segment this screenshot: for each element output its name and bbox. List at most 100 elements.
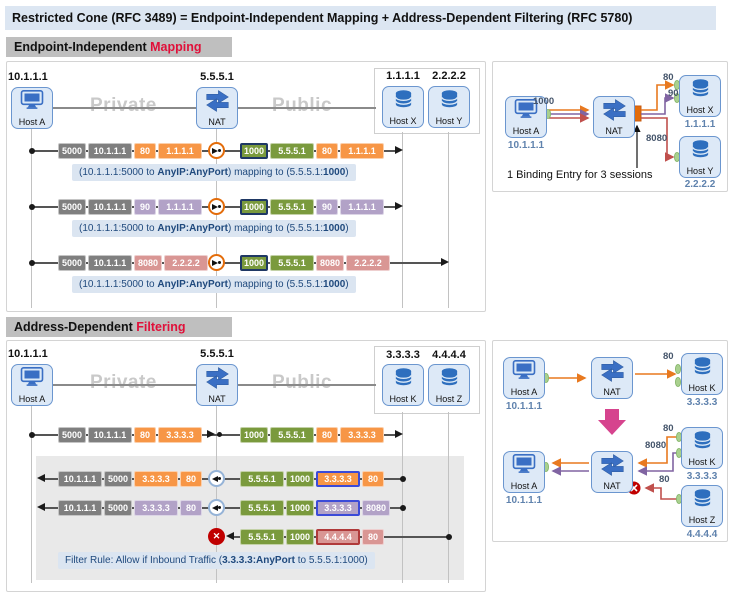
session-line-orange	[637, 436, 679, 468]
session-line-red	[644, 483, 679, 500]
host-a-node: Host A	[505, 96, 547, 138]
packet-field: 10.1.1.1	[88, 143, 132, 159]
host-label: NAT	[208, 394, 226, 404]
host-k-node: Host K	[681, 353, 723, 395]
host-label: Host K	[688, 383, 716, 393]
port-label: 8080	[646, 133, 668, 144]
caption-bold: 1000	[323, 279, 346, 290]
packet-field: 5.5.5.1	[270, 199, 314, 215]
packet-private: 5000 10.1.1.1 80 3.3.3.3	[58, 427, 202, 443]
packet-field: 1000	[240, 255, 268, 271]
host-label: Host K	[688, 457, 716, 467]
line-start-dot	[400, 476, 406, 482]
port-label: 80	[663, 351, 674, 362]
packet-field: 1.1.1.1	[158, 143, 202, 159]
mapping-caption: (10.1.1.1:5000 to AnyIP:AnyPort) mapping…	[72, 276, 356, 293]
packet-private: 10.1.1.1 5000 3.3.3.3 80	[58, 500, 202, 516]
session-lines-svg	[543, 363, 682, 504]
packet-field: 5.5.5.1	[240, 471, 284, 487]
host-x-node: Host X	[679, 75, 721, 117]
caption-bold: 3.3.3.3:AnyPort	[222, 555, 295, 566]
nat-translate-icon	[208, 254, 225, 271]
packet-field: 80	[180, 471, 202, 487]
host-label: Host Y	[686, 166, 714, 176]
monitor-icon	[20, 90, 44, 109]
session-endpoint-dot	[674, 377, 681, 388]
packet-field: 3.3.3.3	[316, 500, 360, 516]
packet-field: 3.3.3.3	[316, 471, 360, 487]
caption-text: (10.1.1.1:5000 to	[79, 223, 158, 234]
database-icon	[440, 368, 458, 386]
packet-field: 5.5.5.1	[270, 143, 314, 159]
mapping-mini-panel: Host A NAT Host X Host Y 10.1.1.1 1.1.1.…	[492, 61, 728, 192]
host-x-ip: 1.1.1.1	[684, 119, 716, 130]
session-line-purple	[641, 93, 675, 115]
packet-public: 5.5.5.1 1000 3.3.3.3 8080	[240, 500, 390, 516]
port-label: 80	[659, 474, 670, 485]
packet-public: 1000 5.5.5.1 8080 2.2.2.2	[240, 255, 390, 271]
line-start-dot	[29, 260, 35, 266]
packet-field: 10.1.1.1	[88, 427, 132, 443]
host-label: Host Z	[435, 394, 463, 404]
packet-private: 5000 10.1.1.1 8080 2.2.2.2	[58, 255, 208, 271]
mapping-caption: (10.1.1.1:5000 to AnyIP:AnyPort) mapping…	[72, 164, 356, 181]
packet-field: 5000	[58, 255, 86, 271]
caption-bold: AnyIP:AnyPort	[157, 279, 228, 290]
session-line-purple	[637, 452, 679, 476]
caption-bold: 1000	[323, 223, 346, 234]
guide-line-host-z	[448, 412, 449, 583]
monitor-icon	[514, 99, 538, 118]
packet-field: 5000	[58, 199, 86, 215]
filter-allow-icon	[208, 470, 225, 487]
host-a-ip: 10.1.1.1	[505, 495, 543, 506]
packet-field: 80	[134, 143, 156, 159]
host-a-ip: 10.1.1.1	[8, 71, 48, 83]
packet-field: 8080	[134, 255, 162, 271]
packet-field: 1000	[286, 471, 314, 487]
packet-field: 1000	[240, 199, 268, 215]
host-label: NAT	[603, 387, 621, 397]
host-x-ip: 1.1.1.1	[386, 70, 420, 82]
guide-line-host-x	[402, 132, 403, 308]
host-a-node: Host A	[503, 357, 545, 399]
nat-icon	[205, 90, 229, 112]
host-label: Host A	[18, 394, 46, 404]
monitor-icon	[20, 367, 44, 386]
nat-node: NAT	[196, 87, 238, 129]
filtering-mini-panel: Host A NAT Host K Host A NAT Host K Host…	[492, 340, 728, 542]
host-x-node: Host X	[382, 86, 424, 128]
public-zone-label: Public	[272, 95, 333, 116]
binding-note: 1 Binding Entry for 3 sessions	[507, 169, 653, 181]
packet-field: 5000	[58, 143, 86, 159]
packet-public: 1000 5.5.5.1 90 1.1.1.1	[240, 199, 384, 215]
nat-translate-icon	[208, 142, 225, 159]
guide-line-host-a	[31, 406, 32, 583]
database-icon	[693, 357, 711, 375]
packet-field: 80	[180, 500, 202, 516]
packet-field: 1.1.1.1	[340, 143, 384, 159]
packet-field: 5000	[104, 471, 132, 487]
packet-field: 10.1.1.1	[88, 255, 132, 271]
backbone-line	[53, 384, 196, 386]
host-label: Host A	[510, 387, 538, 397]
section-header-accent: Filtering	[136, 320, 186, 334]
guide-line-nat	[216, 129, 217, 308]
packet-field: 3.3.3.3	[134, 471, 178, 487]
guide-line-host-a	[31, 129, 32, 308]
packet-field: 4.4.4.4	[316, 529, 360, 545]
database-icon	[691, 140, 709, 158]
caption-bold: AnyIP:AnyPort	[157, 223, 228, 234]
caption-text: Filter Rule: Allow if Inbound Traffic (	[65, 555, 223, 566]
caption-bold: AnyIP:AnyPort	[157, 167, 228, 178]
nat-icon	[600, 454, 624, 476]
guide-line-host-k	[402, 412, 403, 583]
arrowhead-left	[37, 503, 45, 511]
host-label: NAT	[603, 481, 621, 491]
nat-translate-icon	[208, 198, 225, 215]
guide-line-host-y	[448, 132, 449, 308]
packet-field: 3.3.3.3	[158, 427, 202, 443]
section-header-plain: Address-Dependent	[14, 320, 137, 334]
port-label: 80	[663, 423, 674, 434]
packet-field: 80	[362, 471, 384, 487]
arrowhead-left	[37, 474, 45, 482]
